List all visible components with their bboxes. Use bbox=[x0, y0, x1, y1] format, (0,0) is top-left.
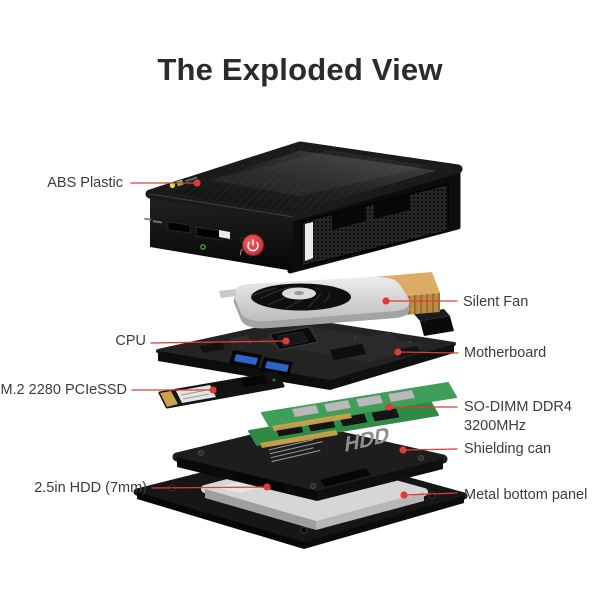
callout-so-dimm-label-line2: 3200MHz bbox=[464, 418, 527, 434]
case-top-texture bbox=[150, 146, 458, 217]
usb-ports bbox=[229, 350, 293, 376]
leader-hdd bbox=[151, 486, 268, 489]
callout-silent-fan: Silent Fan bbox=[463, 293, 528, 312]
callout-abs-plastic-label: ABS Plastic bbox=[47, 175, 123, 191]
power-button bbox=[242, 234, 264, 256]
callout-motherboard: Motherboard bbox=[464, 344, 546, 363]
callout-bottom-panel-label: Metal bottom panel bbox=[464, 487, 588, 503]
callout-silent-fan-label: Silent Fan bbox=[463, 294, 529, 310]
front-card-slot bbox=[219, 230, 230, 239]
power-icon bbox=[247, 241, 259, 252]
front-usb-slot bbox=[195, 226, 223, 241]
callout-hdd-label: 2.5in HDD (7mm) bbox=[34, 480, 147, 496]
leader-motherboard bbox=[397, 351, 459, 354]
callout-shielding-can-label: Shielding can bbox=[464, 441, 552, 457]
callout-bottom-panel: Metal bottom panel bbox=[464, 486, 587, 505]
front-panel-print bbox=[144, 217, 163, 224]
callout-so-dimm: SO-DIMM DDR4 3200MHz bbox=[464, 398, 572, 436]
page-title: The Exploded View bbox=[157, 52, 443, 87]
cpu-chip bbox=[269, 326, 319, 351]
case-top bbox=[144, 141, 463, 274]
front-port-slot bbox=[167, 221, 191, 234]
leader-bottom-panel bbox=[403, 492, 458, 496]
callout-abs-plastic: ABS Plastic bbox=[47, 174, 123, 193]
callout-cpu-label: CPU bbox=[115, 333, 146, 349]
callout-dots bbox=[193, 179, 408, 499]
leader-shielding-can bbox=[402, 448, 458, 451]
audio-jack bbox=[200, 244, 206, 250]
leader-cpu bbox=[150, 340, 287, 344]
callout-cpu: CPU bbox=[115, 332, 146, 351]
callout-shielding-can: Shielding can bbox=[464, 440, 551, 459]
callout-motherboard-label: Motherboard bbox=[464, 345, 547, 361]
callout-so-dimm-label-line1: SO-DIMM DDR4 bbox=[464, 399, 572, 415]
callout-m2-ssd-label: M.2 2280 PCIeSSD bbox=[0, 382, 127, 398]
silent-fan bbox=[219, 276, 410, 329]
shielding-can: HDD bbox=[172, 421, 448, 501]
ram-modules bbox=[248, 382, 457, 448]
motherboard bbox=[156, 309, 456, 390]
callout-m2-ssd: M.2 2280 PCIeSSD bbox=[0, 381, 127, 400]
callout-hdd: 2.5in HDD (7mm) bbox=[34, 479, 147, 498]
callout-leader-lines bbox=[130, 182, 459, 496]
